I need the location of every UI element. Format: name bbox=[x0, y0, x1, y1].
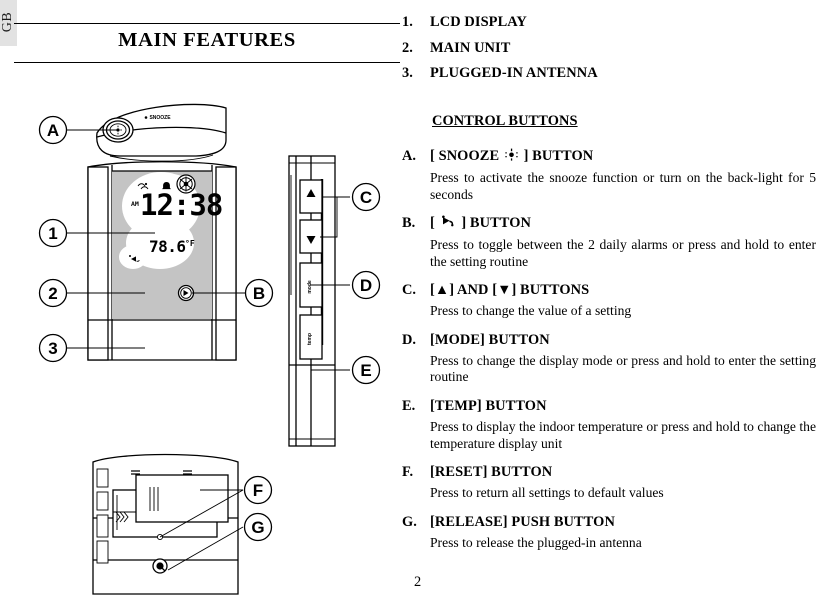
list-item-marker: 2. bbox=[402, 39, 413, 56]
callout-f: F bbox=[243, 475, 273, 505]
entry-label: [TEMP] BUTTON bbox=[430, 398, 547, 415]
control-button-entry-a: A. [ SNOOZE bbox=[400, 148, 818, 203]
callout-bubbles: A 1 2 3 B bbox=[38, 115, 381, 542]
reception-icon bbox=[176, 174, 196, 194]
entry-label: [RESET] BUTTON bbox=[430, 464, 553, 481]
svg-text:2: 2 bbox=[48, 284, 57, 303]
entry-marker: B. bbox=[402, 215, 416, 232]
side-button-temp[interactable]: temp bbox=[299, 314, 323, 360]
release-push-button[interactable] bbox=[152, 558, 168, 574]
page-title: MAIN FEATURES bbox=[118, 29, 296, 51]
alarm-bell-icon-lcd bbox=[162, 182, 171, 190]
entry-marker: F. bbox=[402, 464, 414, 481]
lcd-temperature-unit: °F bbox=[185, 239, 195, 248]
list-item-label: PLUGGED-IN ANTENNA bbox=[430, 65, 598, 81]
callout-a: A bbox=[38, 115, 68, 145]
callout-c: C bbox=[351, 182, 381, 212]
list-item: 1. LCD DISPLAY bbox=[400, 14, 818, 31]
list-item-label: MAIN UNIT bbox=[430, 39, 511, 56]
alarm-bell-icon bbox=[441, 215, 456, 233]
control-button-entry-c: C. [▲] AND [▼] BUTTONS Press to change t… bbox=[400, 282, 818, 320]
svg-text:A: A bbox=[47, 121, 59, 140]
battery-door bbox=[135, 474, 229, 523]
mode-button-label: mode bbox=[307, 280, 313, 294]
side-button-up[interactable] bbox=[299, 179, 323, 214]
svg-text:1: 1 bbox=[48, 224, 57, 243]
entry-label: [MODE] BUTTON bbox=[430, 331, 550, 348]
callout-3: 3 bbox=[38, 333, 68, 363]
entry-description: Press to toggle between the 2 daily alar… bbox=[430, 237, 816, 269]
entry-description: Press to change the value of a setting bbox=[430, 303, 632, 319]
light-backlight-icon bbox=[505, 148, 518, 166]
right-column: 1. LCD DISPLAY 2. MAIN UNIT 3. PLUGGED-I… bbox=[400, 0, 818, 597]
list-item: 3. PLUGGED-IN ANTENNA bbox=[400, 65, 818, 82]
temp-button-label: temp bbox=[307, 333, 313, 345]
entry-marker: C. bbox=[402, 282, 416, 299]
unit-rear-view bbox=[92, 453, 239, 595]
entry-marker: E. bbox=[402, 398, 416, 415]
alarm-small-icon bbox=[129, 255, 140, 262]
product-diagram-svg: .ln { fill:none; stroke:#000; stroke-wid… bbox=[38, 103, 381, 595]
callout-g: G bbox=[243, 512, 273, 542]
control-button-entry-g: G. [RELEASE] PUSH BUTTON Press to releas… bbox=[400, 514, 818, 552]
control-buttons-list: A. [ SNOOZE bbox=[400, 148, 818, 563]
section-heading-control-buttons: CONTROL BUTTONS bbox=[432, 113, 578, 129]
svg-text:G: G bbox=[251, 518, 264, 537]
svg-text:F: F bbox=[253, 481, 263, 500]
entry-description: Press to return all settings to default … bbox=[430, 485, 664, 501]
snooze-label: SNOOZE bbox=[149, 115, 171, 121]
entry-label-before: [ bbox=[430, 215, 435, 232]
callout-leaders bbox=[53, 129, 350, 571]
callout-e: E bbox=[351, 355, 381, 385]
control-button-entry-e: E. [TEMP] BUTTON Press to display the in… bbox=[400, 398, 818, 452]
product-diagram: .ln { fill:none; stroke:#000; stroke-wid… bbox=[0, 75, 400, 597]
entry-label: [RELEASE] PUSH BUTTON bbox=[430, 513, 615, 530]
svg-text:D: D bbox=[360, 276, 372, 295]
entry-label-after: ] BUTTON bbox=[523, 148, 594, 164]
lcd-am-indicator: AM bbox=[131, 200, 139, 208]
entry-description: Press to display the indoor temperature … bbox=[430, 419, 816, 451]
entry-label: [▲] AND [▼] BUTTONS bbox=[430, 282, 590, 299]
left-column: MAIN FEATURES .ln { fill:none; stroke:#0… bbox=[0, 0, 400, 597]
entry-description: Press to release the plugged-in antenna bbox=[430, 534, 642, 550]
unit-side-view: mode temp bbox=[288, 155, 336, 447]
list-item-label: LCD DISPLAY bbox=[430, 14, 527, 30]
unit-front-body: AM 12:38 78.6 °F bbox=[87, 161, 237, 361]
title-rule-bottom bbox=[14, 62, 400, 63]
svg-text:C: C bbox=[360, 188, 372, 207]
svg-text:3: 3 bbox=[48, 339, 57, 358]
entry-marker: D. bbox=[402, 331, 416, 348]
language-tab: GB bbox=[0, 0, 17, 46]
battery-spring bbox=[115, 511, 129, 523]
entry-description: Press to activate the snooze function or… bbox=[430, 170, 816, 202]
lcd-content: AM 12:38 78.6 °F bbox=[129, 174, 223, 262]
callout-1: 1 bbox=[38, 218, 68, 248]
svg-text:B: B bbox=[253, 284, 265, 303]
entry-label-before: [ SNOOZE bbox=[430, 148, 500, 164]
list-item-marker: 1. bbox=[402, 14, 413, 30]
features-list: 1. LCD DISPLAY 2. MAIN UNIT 3. PLUGGED-I… bbox=[400, 14, 818, 91]
lcd-temperature: 78.6 bbox=[149, 237, 186, 256]
lcd-time: 12:38 bbox=[140, 188, 222, 222]
control-button-entry-f: F. [RESET] BUTTON Press to return all se… bbox=[400, 464, 818, 502]
list-item-marker: 3. bbox=[402, 65, 413, 81]
list-item: 2. MAIN UNIT bbox=[400, 40, 818, 57]
svg-text:E: E bbox=[360, 361, 371, 380]
callout-b: B bbox=[244, 278, 274, 308]
alarm-button bbox=[177, 284, 195, 302]
wave-icon bbox=[137, 182, 149, 190]
page-number: 2 bbox=[414, 574, 422, 590]
unit-top-shell: SNOOZE bbox=[96, 103, 227, 162]
entry-description: Press to change the display mode or pres… bbox=[430, 352, 816, 385]
entry-marker: A. bbox=[402, 148, 416, 164]
callout-d: D bbox=[351, 270, 381, 300]
callout-2: 2 bbox=[38, 278, 68, 308]
control-button-entry-d: D. [MODE] BUTTON Press to change the dis… bbox=[400, 332, 818, 386]
title-rule-top bbox=[14, 23, 400, 24]
control-button-entry-b: B. [ ] BUTTON bbox=[400, 215, 818, 270]
entry-label-after: ] BUTTON bbox=[461, 215, 532, 232]
entry-marker: G. bbox=[402, 513, 417, 530]
side-button-down[interactable] bbox=[299, 219, 323, 254]
